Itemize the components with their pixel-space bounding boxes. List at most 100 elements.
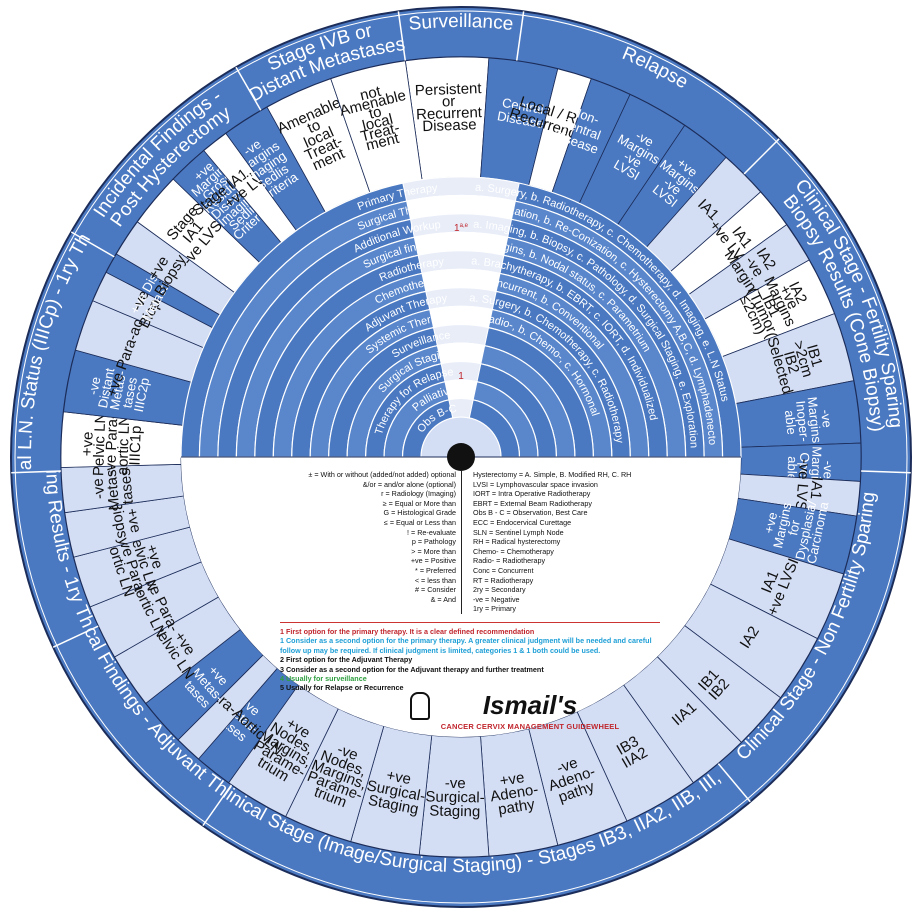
category-cell: IB1>2cmIB2(Selected) [721, 313, 855, 405]
legend-symbol: * = Preferred [415, 565, 456, 575]
legend-note: 1 First option for the primary therapy. … [280, 626, 535, 636]
category-cell: AmenabletolocalTreat-ment [266, 78, 371, 213]
outer-divider [11, 470, 62, 474]
outer-divider [860, 470, 911, 474]
category-cell: -veMargins-veLVSI [578, 93, 686, 226]
category-notes: 1 First option for the primary therapy. … [280, 621, 660, 693]
outer-ring-label: Surveillance [408, 11, 515, 35]
outer-divider [515, 11, 525, 61]
legend-abbreviation: LVSI = Lymphovascular space invasion [473, 479, 598, 489]
legend-symbol: r = Radiology (Imaging) [381, 489, 456, 499]
category-cell: -veMarginsImagingSedlisCriteria [225, 106, 326, 232]
category-cell: IB1IB2 [656, 624, 782, 743]
category-cell-label: Non-CentralDisease [551, 100, 610, 156]
category-cell-label: -veDistantMetas-tasesIIIC2p [83, 364, 153, 416]
legend-abbreviation: SLN = Sentinel Lymph Node [473, 527, 564, 537]
legend-note: 4 Usually for surveillance [280, 673, 367, 683]
brand: Ismail's CANCER CERVIX MANAGEMENT GUIDEW… [410, 690, 630, 731]
category-cell: +veMetas-tases [145, 628, 264, 741]
legend-symbol: +ve = Positive [410, 556, 456, 566]
category-cell: -veSurgical-Staging [418, 735, 490, 858]
outer-divider [202, 784, 233, 827]
category-cell: StageIA1-ve LVSI [136, 178, 261, 293]
legend: ± = With or without (added/not added) op… [280, 470, 660, 693]
category-cell: IA1-ve LVSI [737, 458, 861, 517]
legend-abbreviation: Radio- = Radiotherapy [473, 556, 546, 566]
legend-abbreviation: EBRT = External Beam Radiotherapy [473, 498, 592, 508]
legend-symbol: ≥ = Equal or More than [382, 498, 456, 508]
brand-logo-icon [410, 692, 430, 720]
legend-abbreviation: ECC = Endocervical Curettage [473, 517, 572, 527]
category-cell: +veSurgical-Staging [350, 725, 433, 856]
category-cell-label: -veMarginsInoper-able [781, 395, 837, 447]
category-cell-label: +veMarginsforDysplasia/Carcinoma [757, 490, 832, 565]
ring-mark: 1 [458, 371, 464, 382]
legend-symbol: ≤ = Equal or Less than [383, 517, 456, 527]
outer-divider [397, 11, 407, 61]
category-ring: PersistentorRecurrentDiseaseCentralDisea… [60, 56, 862, 858]
category-cell: +veMargins-veLVSI [617, 124, 727, 248]
hub-pin-icon [447, 443, 475, 471]
legend-abbreviation: Conc = Concurrent [473, 565, 534, 575]
category-cell-label: -veSurgical-Staging [425, 774, 485, 820]
legend-symbol: < = less than [414, 575, 456, 585]
outer-rim [14, 10, 908, 904]
hub [447, 443, 475, 471]
brand-name: Ismail's [482, 690, 578, 720]
legend-symbol: & = And [430, 594, 456, 604]
category-cell: IA2 [684, 583, 818, 699]
legend-symbol: G = Histological Grade [383, 508, 456, 518]
category-cell: Non-CentralDisease [551, 78, 631, 204]
outer-divider [717, 762, 751, 803]
category-cell: IB3IIA2 [576, 684, 694, 822]
ring-mark: 1a,e [454, 223, 469, 234]
category-cell: -veNodes,Margins,Parame-trium [285, 708, 385, 842]
legend-abbreviation: Hysterectomy = A. Simple, B. Modified RH… [473, 470, 632, 479]
legend-symbol: ! = Re-evaluate [407, 527, 456, 537]
outer-divider [52, 625, 99, 648]
category-cell: +vePelvic LN [114, 596, 241, 704]
legend-symbol: # = Consider [415, 585, 456, 595]
category-cell-label: +vePelvic LN-ve Para-aortic LNIIIC1p [78, 412, 145, 478]
legend-abbreviation: Chemo- = Chemotherapy [473, 546, 554, 556]
category-cell: +veBiopsy [115, 221, 236, 316]
legend-abbreviation: -ve = Negative [473, 594, 520, 604]
legend-note: 1 Consider as a second option for the pr… [280, 636, 652, 655]
outer-divider [743, 138, 780, 175]
legend-symbol: p = Pathology [411, 537, 456, 547]
category-cell: -veDistantMetas-tasesIIIC2p [63, 349, 192, 426]
brand-tagline: CANCER CERVIX MANAGEMENT GUIDEWHEEL [440, 722, 620, 731]
legend-abbreviation: RH = Radical hysterectomy [473, 537, 561, 547]
category-cell: notAmenabletolocalTreat-ment [330, 60, 423, 193]
category-cell: -veAdeno-pathy [528, 711, 628, 846]
outer-divider [235, 66, 262, 111]
legend-abbreviation: 2ry = Secondary [473, 585, 526, 595]
symbol-legend: ± = With or without (added/not added) op… [280, 470, 462, 614]
category-cell-label: IA2+veMarginsIB1(Tumor≤2cm) [733, 265, 817, 342]
legend-note: 2 First option for the Adjuvant Therapy [280, 655, 413, 665]
category-cell: +vePelvic LN-ve Para-aortic LNIIIC1p [60, 411, 184, 478]
category-cell-label: AmenabletolocalTreat-ment [275, 94, 363, 181]
legend-symbol: > = More than [411, 546, 456, 556]
category-cell-label: +veAdeno-pathy [487, 767, 542, 819]
legend-abbreviation: Obs B - C = Observation, Best Care [473, 508, 588, 518]
category-cell: +veBiopsy [64, 495, 191, 558]
legend-abbreviation: 1ry = Primary [473, 604, 516, 614]
category-cell: PersistentorRecurrentDisease [404, 56, 490, 181]
outer-divider [70, 231, 115, 258]
legend-abbreviation: IORT = Intra Operative Radiotherapy [473, 489, 591, 499]
category-cell: -veMarginsInoper-able [735, 380, 862, 448]
category-cell: +veMarginsforDysplasia/Carcinoma [728, 490, 858, 575]
legend-note: 5 Usually for Relapse or Recurrence [280, 683, 404, 693]
category-cell: IA1+ve LVSI [709, 538, 845, 640]
category-cell-label: -veMetas-tases [88, 463, 137, 513]
category-cell-label: IA1-ve LVSI [791, 458, 827, 517]
legend-symbol: ± = With or without (added/not added) op… [308, 470, 456, 479]
category-cell-label: PersistentorRecurrentDisease [415, 80, 484, 135]
legend-abbreviation: RT = Radiotherapy [473, 575, 534, 585]
category-cell: +veAdeno-pathy [480, 728, 559, 857]
category-cell: -veMarginsOper-able [740, 442, 862, 493]
abbreviation-legend: Hysterectomy = A. Simple, B. Modified RH… [470, 470, 660, 614]
category-cell-label: +veMargins-veLVSI [642, 147, 710, 216]
